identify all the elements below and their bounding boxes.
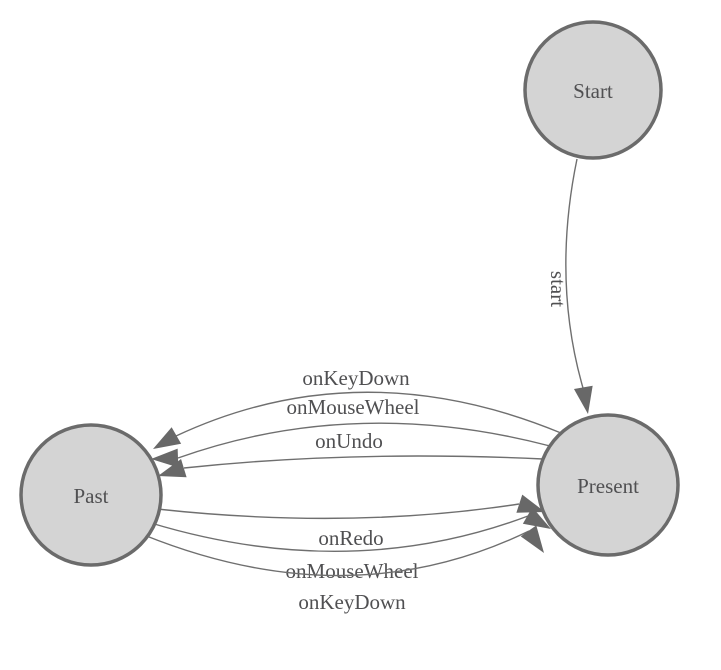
state-node-present: Present — [536, 413, 680, 557]
edge-label-past-to-present-onredo: onRedo — [318, 526, 383, 550]
arrowhead-icon — [158, 459, 187, 478]
state-circle-present — [536, 413, 680, 557]
edge-label-present-to-past-onkeydown: onKeyDown — [302, 366, 410, 390]
edge-present-to-past-onmousewheel: onMouseWheel — [151, 395, 551, 468]
edge-line-past-to-present-onkeydown — [143, 530, 530, 577]
edge-past-to-present-onkeydown: onKeyDown — [143, 525, 544, 614]
edge-label-present-to-past-onmousewheel: onMouseWheel — [287, 395, 420, 419]
edge-label-past-to-present-onkeydown: onKeyDown — [298, 590, 406, 614]
state-circle-past — [19, 423, 163, 567]
edge-start-to-present: start — [546, 158, 593, 414]
edges-layer: start onKeyDown onMouseWheel onUndo onRedo on… — [143, 158, 593, 614]
arrowhead-icon — [516, 494, 545, 513]
edge-present-to-past-onkeydown: onKeyDown — [153, 366, 562, 449]
state-label-past: Past — [73, 484, 108, 508]
arrowhead-icon — [520, 525, 544, 553]
edge-line-present-to-past-onkeydown — [175, 391, 562, 437]
edge-label-present-to-past-onundo: onUndo — [315, 429, 383, 453]
edge-present-to-past-onundo: onUndo — [158, 429, 544, 478]
edge-line-past-to-present-onmousewheel — [150, 515, 529, 552]
state-node-start: Start — [523, 20, 663, 160]
state-label-start: Start — [573, 79, 613, 103]
edge-line-present-to-past-onundo — [183, 455, 544, 469]
edge-past-to-present-onredo: onRedo — [156, 494, 545, 550]
state-circle-start — [523, 20, 663, 160]
edge-line-past-to-present-onredo — [156, 503, 520, 520]
edge-label-start-to-present: start — [546, 271, 570, 307]
arrowhead-icon — [153, 427, 182, 449]
arrowhead-icon — [522, 507, 551, 529]
arrowhead-icon — [573, 385, 593, 414]
arrowhead-icon — [151, 448, 179, 468]
state-label-present: Present — [577, 474, 639, 498]
edge-line-present-to-past-onmousewheel — [177, 422, 551, 459]
state-node-past: Past — [19, 423, 163, 567]
edge-line-start-to-present — [565, 158, 584, 389]
